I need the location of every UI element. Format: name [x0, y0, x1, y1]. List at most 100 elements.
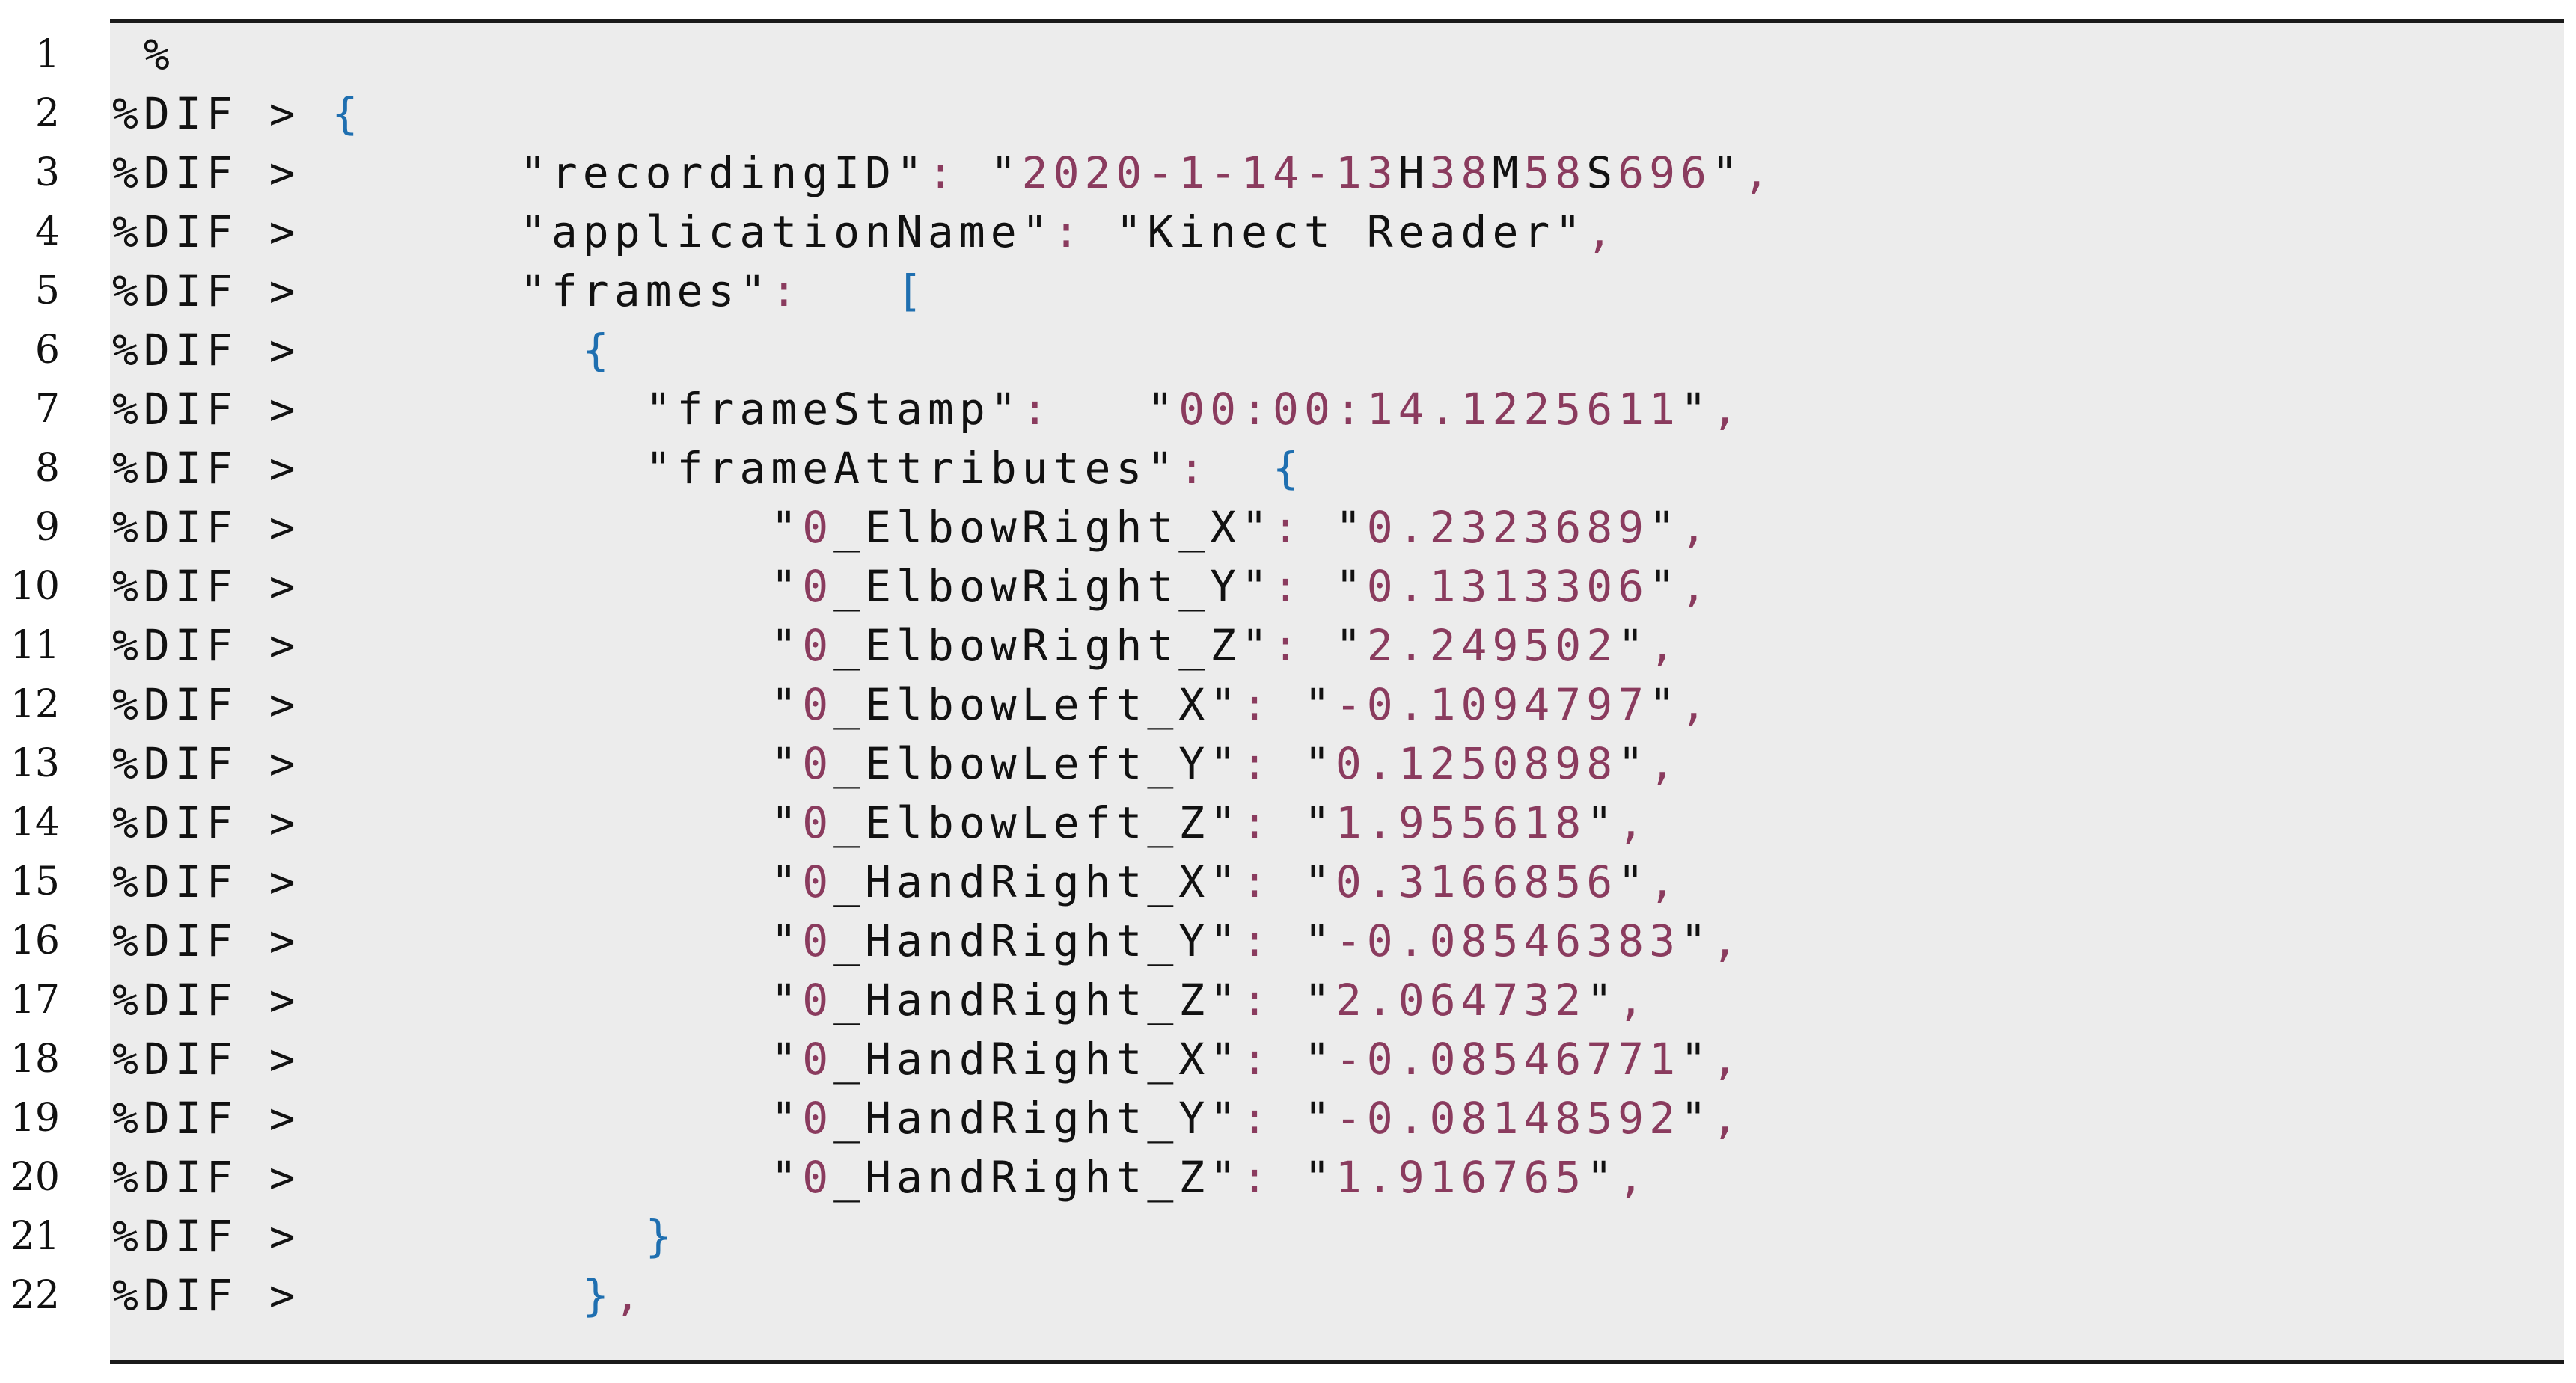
- code-token-str: 0: [802, 679, 834, 730]
- code-token-punct: ,: [1743, 147, 1775, 198]
- code-token-text: %DIF >: [112, 1093, 771, 1144]
- code-token-str: 0: [802, 1152, 834, 1203]
- code-token-text: %DIF >: [112, 1034, 771, 1085]
- code-token-punct: :: [1053, 206, 1116, 257]
- code-text: %DIF > "0_HandRight_Y": "-0.08546383",: [112, 912, 1743, 971]
- code-token-text: _HandRight_Y": [833, 1093, 1242, 1144]
- code-line: 10%DIF > "0_ElbowRight_Y": "0.1313306",: [0, 557, 2576, 616]
- code-token-punct: ,: [1680, 561, 1712, 612]
- code-token-str: 0.2323689: [1366, 502, 1650, 553]
- code-token-text: ": [771, 502, 803, 553]
- code-token-text: ": [1147, 384, 1179, 435]
- code-token-text: ": [1711, 147, 1743, 198]
- code-token-text: %DIF >: [112, 502, 771, 553]
- code-token-text: _ElbowLeft_X": [833, 679, 1242, 730]
- code-token-text: ": [1618, 620, 1650, 671]
- code-text: %DIF > "recordingID": "2020-1-14-13H38M5…: [112, 144, 1775, 203]
- line-number: 17: [10, 978, 60, 1022]
- code-token-text: ": [1618, 856, 1650, 907]
- code-line: 15%DIF > "0_HandRight_X": "0.3166856",: [0, 853, 2576, 912]
- line-number: 12: [10, 682, 60, 727]
- code-token-brace: {: [1273, 443, 1304, 494]
- code-token-text: %DIF >: [112, 206, 520, 257]
- code-token-str: 0: [802, 975, 834, 1025]
- code-token-punct: ,: [1618, 975, 1650, 1025]
- code-token-text: ": [1680, 1093, 1712, 1144]
- code-token-punct: ,: [1649, 620, 1680, 671]
- code-text: %DIF > {: [112, 85, 363, 144]
- line-number: 5: [34, 269, 60, 313]
- code-token-punct: :: [1241, 797, 1304, 848]
- code-token-str: 0: [802, 797, 834, 848]
- code-token-text: ": [771, 975, 803, 1025]
- code-token-punct: :: [1021, 384, 1148, 435]
- code-token-str: 0.3166856: [1335, 856, 1618, 907]
- code-token-str: 0.1313306: [1366, 561, 1650, 612]
- code-token-brace: [: [896, 266, 928, 316]
- code-token-punct: ,: [1649, 738, 1680, 789]
- code-line: 18%DIF > "0_HandRight_X": "-0.08546771",: [0, 1030, 2576, 1089]
- code-line: 3 %DIF > "recordingID": "2020-1-14-13H38M…: [0, 144, 2576, 203]
- code-line: 8%DIF > "frameAttributes": {: [0, 439, 2576, 498]
- line-number: 21: [10, 1214, 60, 1259]
- code-token-text: %DIF >: [112, 679, 771, 730]
- code-token-str: 0.1250898: [1335, 738, 1618, 789]
- code-token-punct: :: [1241, 1034, 1304, 1085]
- code-text: %DIF > "0_HandRight_Z": "2.064732",: [112, 971, 1649, 1030]
- code-line: 1 %: [0, 25, 2576, 85]
- code-token-punct: ,: [1711, 916, 1743, 966]
- code-token-text: ": [771, 916, 803, 966]
- line-number: 14: [10, 800, 60, 845]
- code-line: 14%DIF > "0_ElbowLeft_Z": "1.955618",: [0, 794, 2576, 853]
- line-number: 7: [34, 387, 60, 432]
- code-token-text: %DIF >: [112, 1211, 646, 1262]
- code-token-text: %DIF >: [112, 738, 771, 789]
- code-token-text: ": [1303, 856, 1336, 907]
- code-token-text: ": [1303, 916, 1336, 966]
- code-token-text: ": [990, 147, 1022, 198]
- code-token-str: 0: [802, 620, 834, 671]
- code-token-text: %DIF >: [112, 147, 520, 198]
- code-token-punct: :: [1273, 502, 1336, 553]
- code-line: 7%DIF > "frameStamp": "00:00:14.1225611"…: [0, 380, 2576, 439]
- code-token-punct: :: [1241, 856, 1304, 907]
- code-line: 16%DIF > "0_HandRight_Y": "-0.08546383",: [0, 912, 2576, 971]
- code-token-str: 0: [802, 1034, 834, 1085]
- code-token-str: 2020-1-14-13: [1021, 147, 1398, 198]
- code-line: 20%DIF > "0_HandRight_Z": "1.916765",: [0, 1148, 2576, 1207]
- code-token-str: 1.955618: [1335, 797, 1587, 848]
- code-token-brace: {: [582, 325, 614, 375]
- line-number: 13: [10, 741, 60, 786]
- code-token-punct: :: [1273, 561, 1336, 612]
- code-token-punct: :: [1241, 738, 1304, 789]
- code-token-text: _ElbowRight_Z": [833, 620, 1273, 671]
- code-token-text: ": [1680, 384, 1712, 435]
- code-token-text: ": [1649, 679, 1680, 730]
- code-token-text: ": [1303, 1093, 1336, 1144]
- line-number: 9: [34, 505, 60, 550]
- code-token-punct: :: [1241, 1093, 1304, 1144]
- code-token-str: -0.08546771: [1335, 1034, 1680, 1085]
- code-token-text: ": [1586, 975, 1618, 1025]
- code-token-text: ": [1680, 916, 1712, 966]
- code-token-str: -0.08148592: [1335, 1093, 1680, 1144]
- line-number: 22: [10, 1273, 60, 1318]
- code-line: 11%DIF > "0_ElbowRight_Z": "2.249502",: [0, 616, 2576, 675]
- code-line: 13%DIF > "0_ElbowLeft_Y": "0.1250898",: [0, 735, 2576, 794]
- code-token-str: 696: [1618, 147, 1712, 198]
- code-token-punct: ,: [614, 1270, 646, 1321]
- code-text: %DIF > "0_HandRight_X": "-0.08546771",: [112, 1030, 1743, 1089]
- code-line: 4%DIF > "applicationName": "Kinect Reade…: [0, 203, 2576, 262]
- line-number: 20: [10, 1155, 60, 1200]
- code-token-text: ": [1335, 502, 1367, 553]
- code-token-text: H: [1398, 147, 1430, 198]
- code-text: %DIF > "0_ElbowRight_X": "0.2323689",: [112, 498, 1712, 557]
- code-token-text: S: [1586, 147, 1618, 198]
- code-token-text: "applicationName": [519, 206, 1053, 257]
- code-token-text: ": [1649, 561, 1680, 612]
- code-token-text: "recordingID": [519, 147, 928, 198]
- code-token-text: ": [1303, 1152, 1336, 1203]
- code-text: %DIF > "frames": [: [112, 262, 928, 321]
- line-number: 3: [34, 150, 60, 195]
